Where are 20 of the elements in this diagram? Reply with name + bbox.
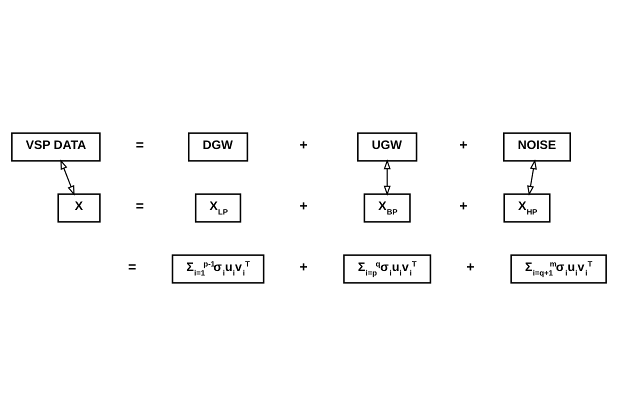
label: =: [136, 136, 144, 152]
node-box: X$_{BP}$: [364, 192, 411, 222]
label: +: [459, 197, 468, 214]
node-box: NOISE: [503, 132, 571, 162]
label: +: [300, 136, 308, 152]
label: =: [128, 258, 136, 274]
node-box: UGW: [357, 132, 418, 162]
arrow: [384, 158, 391, 196]
arrow: [527, 158, 537, 196]
label: =: [136, 197, 144, 214]
label: +: [466, 258, 474, 274]
node-box: DGW: [188, 132, 248, 162]
arrow: [60, 158, 75, 196]
node-box: X: [57, 192, 101, 222]
node-box: X$_{LP}$: [194, 192, 242, 222]
label: +: [459, 136, 468, 152]
node-box: VSP DATA: [11, 132, 101, 162]
node-box: X$_{HP}$: [503, 192, 551, 222]
label: +: [300, 197, 308, 214]
label: +: [300, 258, 308, 274]
